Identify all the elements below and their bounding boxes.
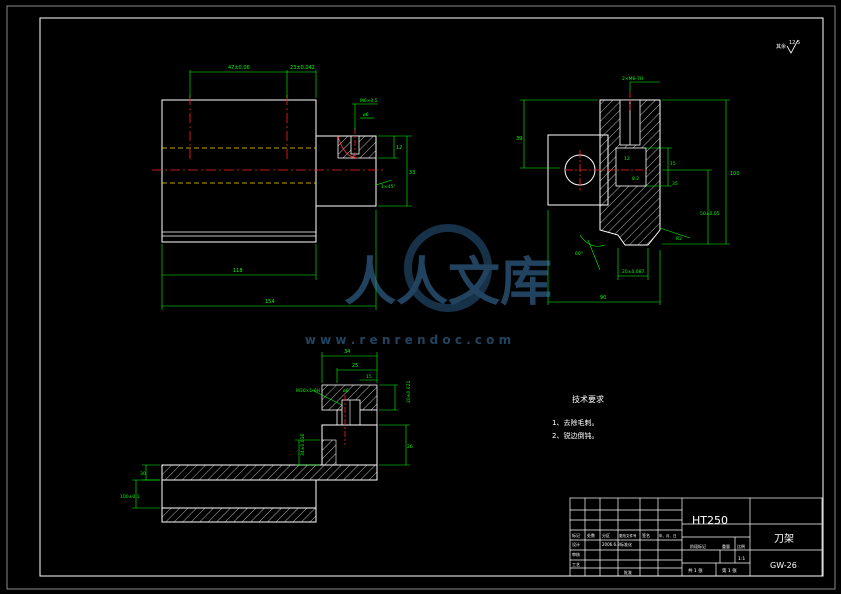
sheet-no: 第 1 张 [722, 567, 737, 574]
tech-req-item-1: 1、去除毛刺。 [552, 418, 598, 427]
dim-front-hole-w: ø6 [363, 112, 369, 118]
top-view: 34 25 15 ø6 M30×1-6H 20±0.021 26 34±0.01… [120, 349, 413, 523]
title-block [569, 497, 823, 577]
dim-top-overall: 34 [344, 349, 350, 355]
dim-front-bottom-inner: 118 [233, 268, 243, 274]
scale-label: 比例 [737, 543, 745, 549]
sheet-total: 共 1 张 [688, 567, 703, 574]
std-label: 标准化 [620, 541, 632, 547]
weight-label: 重量 [722, 543, 730, 549]
tech-requirements: 技术要求 1、去除毛刺。 2、锐边倒钝。 [552, 394, 604, 440]
dim-top-small: 15 [366, 374, 372, 380]
scale: 1:1 [738, 556, 745, 562]
dim-front-chamfer: 1×45° [381, 184, 396, 190]
dim-top-h2: 34±0.016 [300, 433, 306, 456]
role-designer: 设计 [572, 541, 580, 547]
side-view: 2×M6-7H 39 100 50±0.05 90 20±0.087 12 15… [516, 76, 740, 305]
dim-top-h3: 30 [140, 471, 146, 477]
title-block-text: HT250 刀架 GW-26 1:1 共 1 张 第 1 张 2006.6.3 … [572, 514, 797, 575]
header-cell-2: 处数 [587, 532, 595, 538]
dim-front-bottom-total: 154 [265, 299, 275, 305]
header-cell-1: 标记 [572, 532, 580, 538]
outer-border [6, 5, 836, 590]
dim-side-right-total: 100 [730, 171, 740, 177]
dim-side-bottom-w: 90 [600, 295, 606, 301]
drawing-no: GW-26 [770, 561, 797, 570]
dim-top-thread: M30×1-6H [296, 388, 320, 394]
dim-top-inner: 25 [352, 363, 358, 369]
dim-top-h1: 26 [407, 444, 413, 450]
role-reviewer: 审核 [572, 551, 580, 557]
header-cell-5: 签名 [642, 532, 650, 538]
header-cell-3: 分区 [602, 532, 610, 538]
role-approver: 批准 [624, 569, 632, 575]
dim-front-top-right: 23±0.042 [290, 65, 315, 71]
inner-frame [39, 17, 824, 577]
dim-side-left-h: 39 [516, 136, 522, 142]
dim-side-small-b: 15 [670, 161, 676, 167]
dim-side-d1: 8.2 [632, 176, 639, 182]
watermark: 人人文库 w w w . r e n r e n d o c . c o m [305, 224, 552, 347]
dim-front-right-h: 33 [409, 170, 415, 176]
dim-front-hole-top: M6×0.5 [360, 98, 378, 104]
roughness-value: 12.5 [789, 40, 800, 46]
material: HT250 [692, 514, 728, 527]
dim-front-right-small: 12 [396, 145, 402, 151]
header-cell-6: 年、月、日 [659, 533, 677, 538]
role-process: 工艺 [572, 562, 580, 567]
date: 2006.6.3 [602, 542, 620, 547]
stage-label: 阶段标记 [690, 543, 706, 549]
tech-req-title: 技术要求 [572, 394, 604, 404]
dim-side-bottom-inner: 20±0.087 [622, 269, 645, 275]
dim-side-small-a: 12 [624, 156, 630, 162]
watermark-logo-ring [404, 224, 492, 312]
front-view: 47±0.06 23±0.042 118 154 33 12 M6×0.5 ø6… [152, 65, 415, 310]
roughness-symbol: 其余 12.5 [776, 39, 800, 54]
dim-side-small-c: 35 [672, 181, 678, 187]
watermark-url: w w w . r e n r e n d o c . c o m [305, 333, 511, 347]
dim-side-angle: 60° [575, 251, 583, 257]
dim-front-top-left: 47±0.06 [228, 65, 250, 71]
dim-top-h4: 100±0.1 [120, 494, 140, 500]
tech-req-item-2: 2、锐边倒钝。 [552, 431, 598, 440]
dim-side-thread: 2×M6-7H [622, 76, 643, 82]
part-name: 刀架 [774, 533, 794, 545]
dim-side-r: R2 [676, 236, 682, 242]
roughness-label: 其余 [776, 43, 786, 50]
dim-top-depth: 20±0.021 [406, 380, 412, 403]
header-cell-4: 更改文件号 [619, 533, 637, 538]
dim-side-right-mid: 50±0.05 [700, 211, 720, 217]
dim-top-dia: ø6 [343, 388, 349, 394]
watermark-brand: 人人文库 [344, 253, 552, 313]
